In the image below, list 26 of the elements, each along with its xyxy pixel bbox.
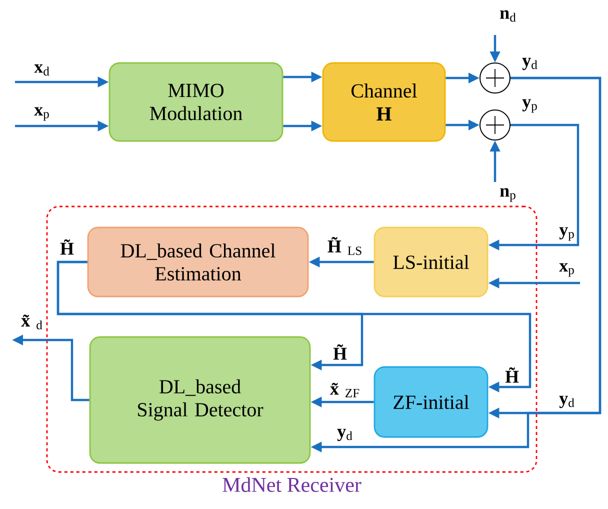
edge-label: y$_{d}$ (559, 396, 574, 408)
edge-label: n$_{d}$ (500, 10, 516, 22)
edge-label: n$_{p}$ (500, 188, 516, 202)
signal-label: y$_{p}$ (521, 98, 539, 114)
process-box: Channel H (322, 62, 446, 142)
edge-label: y$_{p}$ (559, 227, 574, 241)
edge-label: H̃$_{LS}$ (328, 236, 362, 256)
arrow (56, 260, 532, 392)
process-box: MIMO Modulation (108, 62, 284, 142)
process-box: DL_based Channel Estimation (87, 226, 309, 298)
edge-label: y$_{d}$ (337, 428, 352, 442)
adder-circle (480, 110, 510, 140)
edge-label: H̃ (505, 367, 519, 383)
process-box: ZF-initial (374, 366, 488, 438)
edge-label: x̃$_{d}$ (21, 314, 42, 330)
edge-label: x̃$_{ZF}$ (330, 382, 360, 398)
process-box: LS-initial (374, 226, 488, 298)
adder-circle (480, 62, 510, 94)
signal-label: H̃ (59, 238, 81, 256)
process-box: DL_based Signal Detector (89, 336, 311, 464)
frame-title: MdNet Receiver (222, 477, 362, 492)
signal-label: y$_{d}$ (521, 56, 539, 72)
edge-label: x$_{p}$ (34, 107, 49, 121)
edge-label: x$_{d}$ (34, 64, 50, 76)
edge-label: x$_{p}$ (559, 263, 574, 277)
edge-label: H̃ (333, 344, 347, 360)
